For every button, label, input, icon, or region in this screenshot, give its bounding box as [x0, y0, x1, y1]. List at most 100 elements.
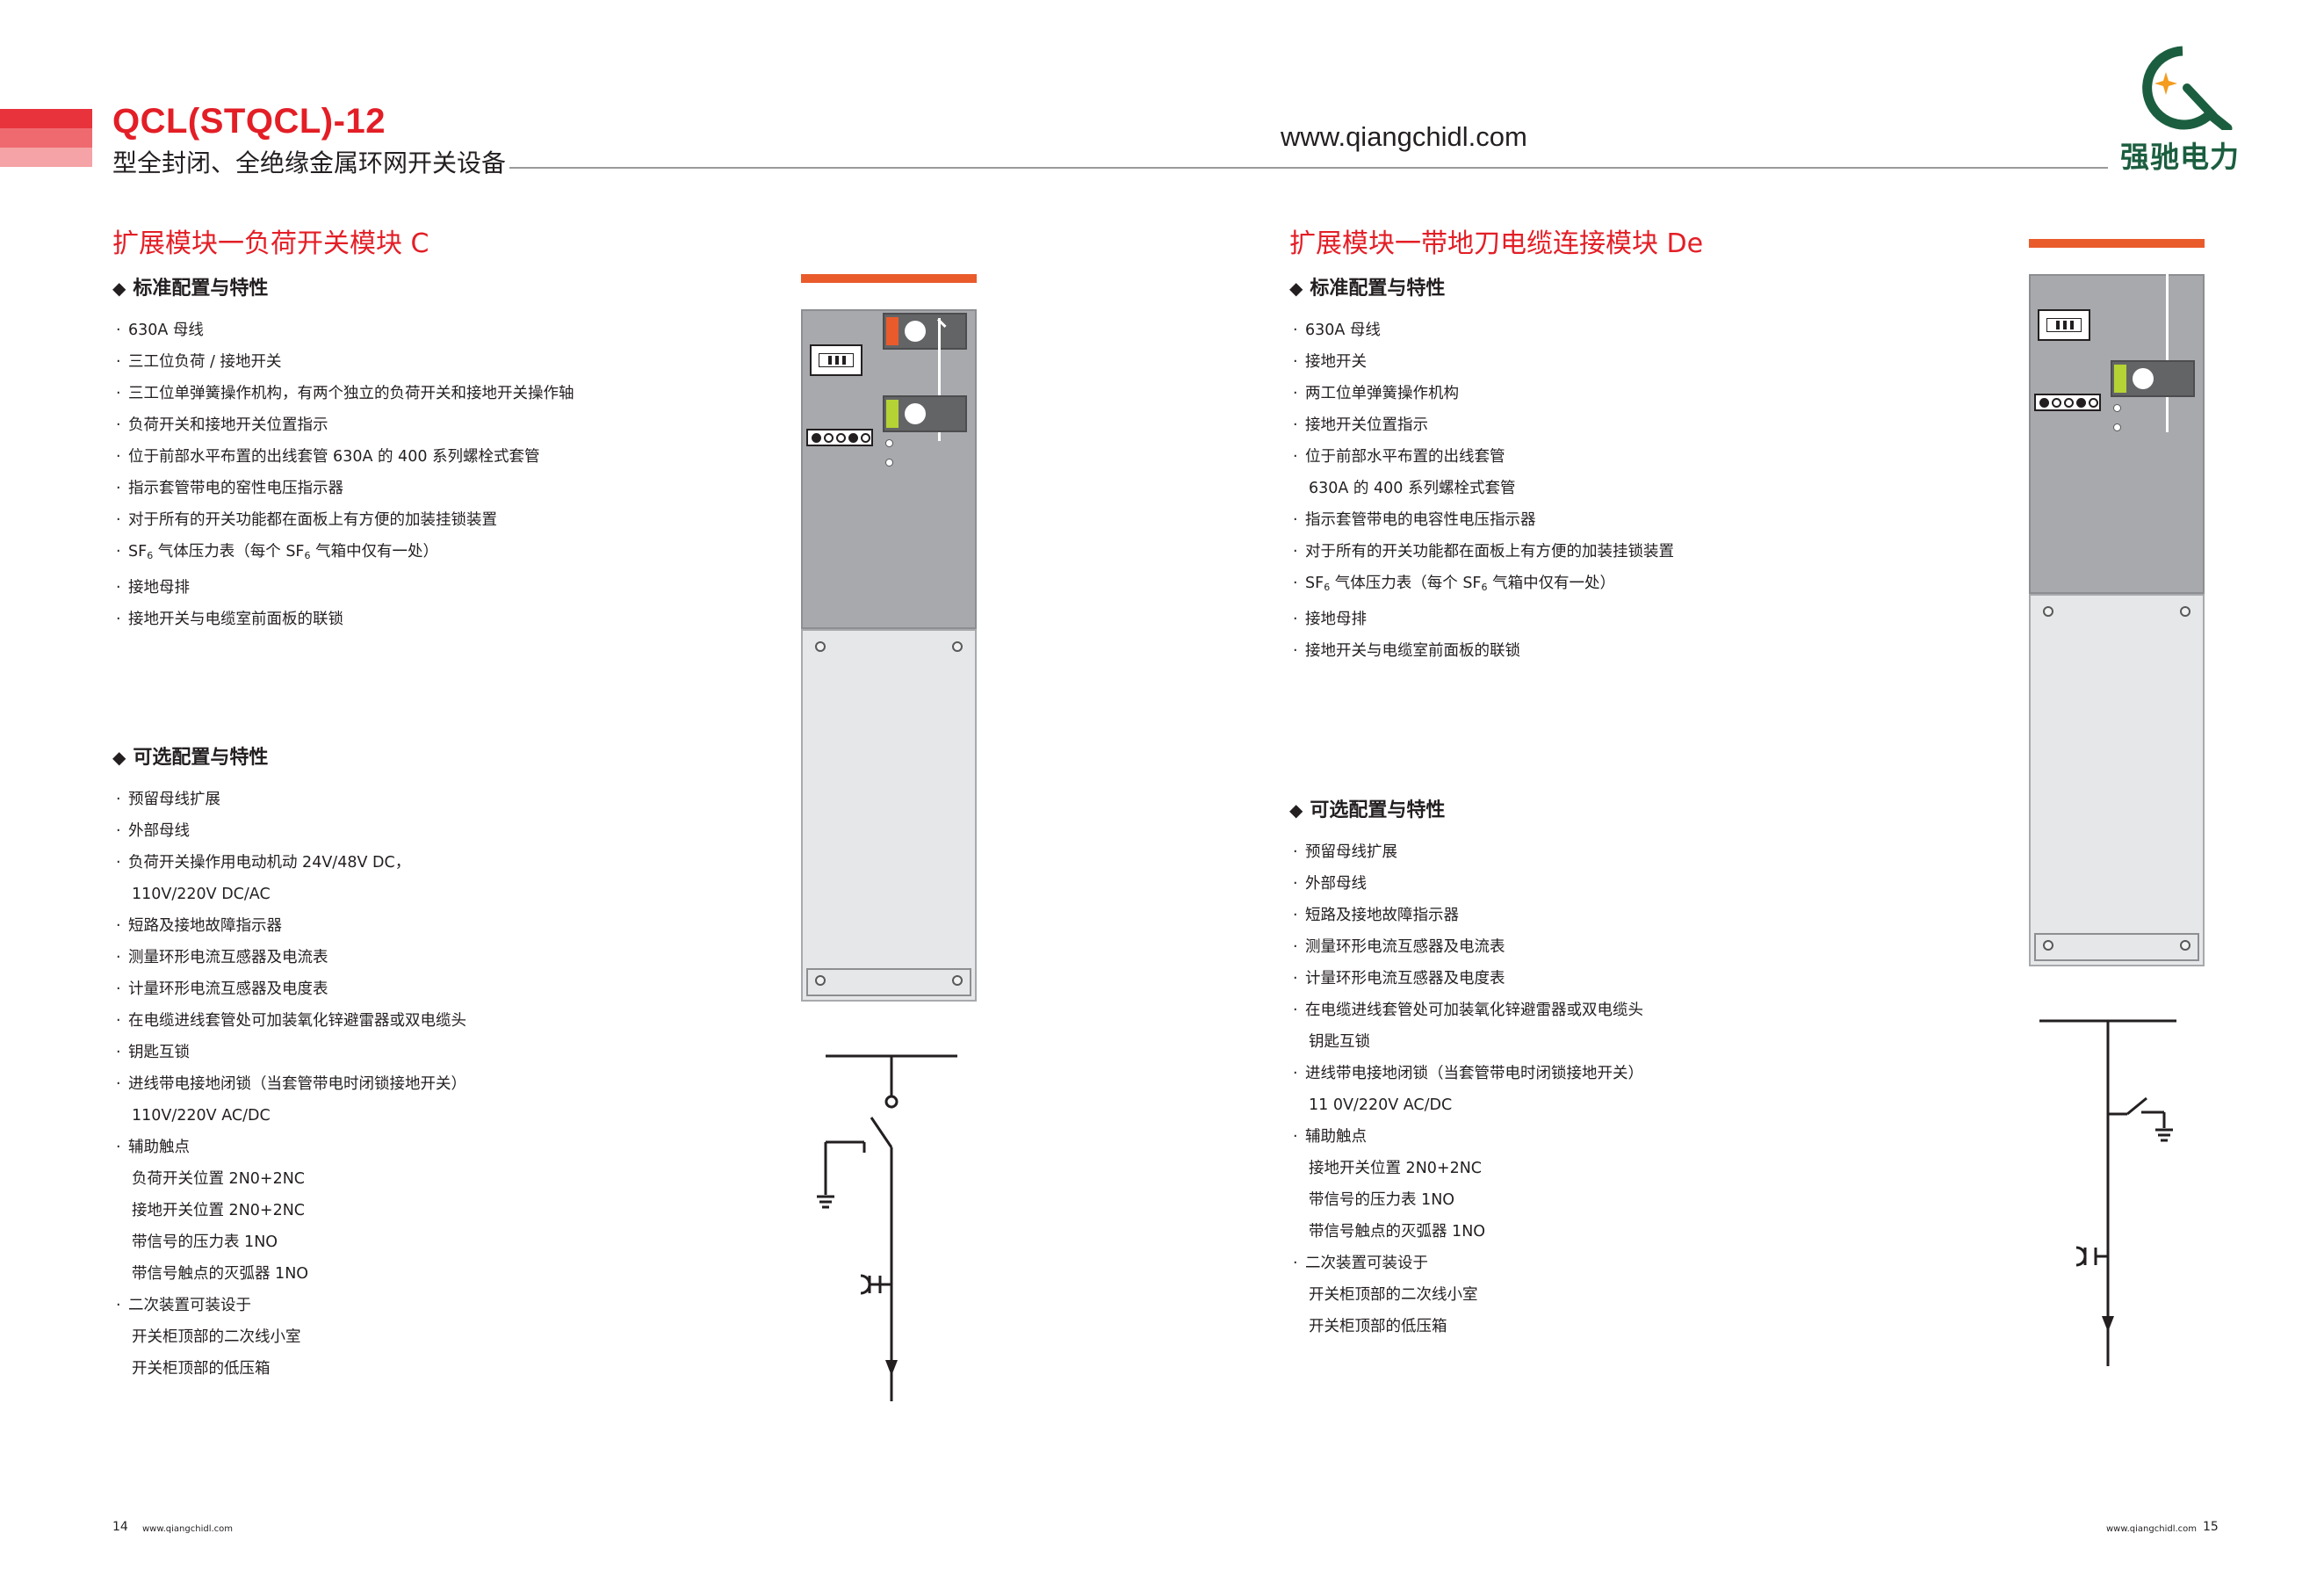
padlock-hole[interactable] [885, 439, 893, 447]
left-footer-url[interactable]: www.qiangchidl.com [142, 1524, 234, 1534]
cabinet-top-stripe [2029, 239, 2205, 248]
list-item-text: 预留母线扩展 [1305, 843, 1397, 861]
list-item-text: 预留母线扩展 [128, 791, 220, 808]
list-item: 带信号触点的灭弧器 1NO [1293, 1216, 1643, 1248]
list-item: 带信号的压力表 1NO [116, 1226, 466, 1258]
voltage-indicator-strip [806, 429, 873, 446]
list-item-text: 开关柜顶部的二次线小室 [132, 1328, 301, 1346]
list-item: ·指示套管带电的电容性电压指示器 [1293, 511, 1536, 529]
right-footer-url[interactable]: www.qiangchidl.com [2106, 1524, 2198, 1534]
list-item: ·位于前部水平布置的出线套管 630A 的 400 系列螺栓式套管 [116, 448, 540, 466]
list-item-text: 对于所有的开关功能都在面板上有方便的加装挂锁装置 [128, 511, 497, 529]
list-item: ·630A 母线 [116, 322, 204, 339]
list-item: ·在电缆进线套管处可加装氧化锌避雷器或双电缆头 [1293, 1002, 1643, 1019]
list-item: ·接地开关与电缆室前面板的联锁 [1293, 642, 1520, 660]
list-item: ·SF6 气体压力表（每个 SF6 气箱中仅有一处） [1293, 575, 1616, 593]
list-item: ·在电缆进线套管处可加装氧化锌避雷器或双电缆头 [116, 1012, 466, 1030]
list-item-text: 二次装置可装设于 [1305, 1255, 1428, 1272]
list-item-text: SF6 气体压力表（每个 SF6 气箱中仅有一处） [1305, 575, 1616, 593]
switch-line [938, 318, 941, 441]
voltage-indicator-strip [2034, 394, 2101, 411]
list-item-text: 进线带电接地闭锁（当套管带电时闭锁接地开关） [128, 1075, 466, 1093]
cabinet-white-line [2029, 272, 2205, 274]
list-item-text: 在电缆进线套管处可加装氧化锌避雷器或双电缆头 [1305, 1002, 1643, 1019]
left-page-number: 14 [112, 1520, 128, 1534]
panel-screw [952, 641, 963, 652]
load-switch-knob[interactable] [905, 321, 926, 342]
list-item-text: 对于所有的开关功能都在面板上有方便的加装挂锁装置 [1305, 543, 1674, 561]
list-item-text: 开关柜顶部的低压箱 [132, 1360, 271, 1378]
list-item: ·SF6 气体压力表（每个 SF6 气箱中仅有一处） [116, 543, 439, 561]
list-item-text: 带信号触点的灭弧器 1NO [132, 1265, 309, 1283]
list-item: 带信号触点的灭弧器 1NO [116, 1258, 466, 1290]
cabinet-top-stripe [801, 274, 977, 283]
load-switch-flag [886, 317, 899, 345]
list-item-text: 接地母排 [128, 579, 190, 597]
padlock-hole[interactable] [885, 459, 893, 467]
list-item: 开关柜顶部的低压箱 [1293, 1311, 1643, 1342]
header-website[interactable]: www.qiangchidl.com [1281, 121, 1527, 152]
list-item-text: 110V/220V DC/AC [132, 886, 271, 903]
list-item: 接地开关位置 2N0+2NC [1293, 1153, 1643, 1184]
list-item-text: 外部母线 [128, 822, 190, 840]
list-item: ·预留母线扩展 [1293, 843, 1397, 861]
list-item: 接地开关位置 2N0+2NC [116, 1195, 466, 1226]
list-item-text: 计量环形电流互感器及电度表 [1305, 970, 1505, 987]
list-item: ·三工位负荷 / 接地开关 [116, 353, 282, 371]
list-item-text: 接地开关位置 2N0+2NC [1309, 1160, 1483, 1177]
list-item: 630A 的 400 系列螺栓式套管 [1293, 473, 1674, 504]
padlock-hole[interactable] [2113, 423, 2121, 431]
list-item: ·测量环形电流互感器及电流表 [1293, 938, 1505, 956]
list-item: ·进线带电接地闭锁（当套管带电时闭锁接地开关） [1293, 1065, 1643, 1082]
earth-switch-knob[interactable] [2133, 368, 2154, 389]
list-item: ·外部母线 [116, 822, 190, 840]
list-item-text: 在电缆进线套管处可加装氧化锌避雷器或双电缆头 [128, 1012, 466, 1030]
list-item-text: 630A 的 400 系列螺栓式套管 [1309, 480, 1516, 497]
left-standard-heading-text: 标准配置与特性 [133, 278, 269, 300]
panel-screw [2180, 606, 2190, 617]
list-item: 110V/220V DC/AC [116, 879, 466, 910]
list-item-text: 开关柜顶部的低压箱 [1309, 1318, 1447, 1335]
cabinet-base-frame [2034, 933, 2199, 961]
right-section-title: 扩展模块一带地刀电缆连接模块 De [1289, 228, 1704, 259]
header-band-3 [0, 148, 92, 167]
list-item: 开关柜顶部的二次线小室 [116, 1321, 466, 1353]
list-item-text: 短路及接地故障指示器 [1305, 907, 1459, 924]
panel-screw [952, 975, 963, 986]
earth-switch-knob[interactable] [905, 403, 926, 424]
list-item: 开关柜顶部的低压箱 [116, 1353, 466, 1385]
right-standard-heading: ◆标准配置与特性 [1289, 278, 1446, 300]
left-optional-heading: ◆可选配置与特性 [112, 747, 269, 769]
list-item: ·指示套管带电的窑性电压指示器 [116, 480, 343, 497]
list-item-text: 接地开关位置 2N0+2NC [132, 1202, 306, 1219]
list-item: 带信号的压力表 1NO [1293, 1184, 1643, 1216]
list-item-text: 接地开关位置指示 [1305, 416, 1428, 434]
earth-switch-flag [2114, 365, 2126, 393]
position-indicator [810, 344, 862, 376]
list-item-text: 负荷开关和接地开关位置指示 [128, 416, 328, 434]
model-subtitle: 型全封闭、全绝缘金属环网开关设备 [112, 148, 507, 177]
list-item: ·接地母排 [116, 579, 190, 597]
right-standard-heading-text: 标准配置与特性 [1310, 278, 1446, 300]
list-item: 钥匙互锁 [1293, 1026, 1643, 1058]
list-item: ·负荷开关和接地开关位置指示 [116, 416, 328, 434]
panel-screw [2043, 606, 2053, 617]
list-item: ·进线带电接地闭锁（当套管带电时闭锁接地开关） [116, 1075, 466, 1093]
padlock-hole[interactable] [2113, 404, 2121, 412]
list-item: ·辅助触点 [1293, 1128, 1367, 1146]
list-item-text: SF6 气体压力表（每个 SF6 气箱中仅有一处） [128, 543, 439, 561]
list-item-text: 接地开关与电缆室前面板的联锁 [1305, 642, 1520, 660]
list-item: ·对于所有的开关功能都在面板上有方便的加装挂锁装置 [116, 511, 497, 529]
list-item: 开关柜顶部的二次线小室 [1293, 1279, 1643, 1311]
list-item: ·630A 母线 [1293, 322, 1381, 339]
list-item-text: 位于前部水平布置的出线套管 [1305, 448, 1505, 466]
left-section-title: 扩展模块一负荷开关模块 C [112, 228, 429, 259]
list-item: 负荷开关位置 2N0+2NC [116, 1163, 466, 1195]
list-item-text: 两工位单弹簧操作机构 [1305, 385, 1459, 402]
list-item-text: 位于前部水平布置的出线套管 630A 的 400 系列螺栓式套管 [128, 448, 540, 466]
list-item-text: 三工位负荷 / 接地开关 [128, 353, 282, 371]
list-item-text: 外部母线 [1305, 875, 1367, 893]
list-item: ·位于前部水平布置的出线套管 [1293, 448, 1505, 466]
panel-screw [815, 975, 826, 986]
list-item-text: 11 0V/220V AC/DC [1309, 1096, 1453, 1114]
